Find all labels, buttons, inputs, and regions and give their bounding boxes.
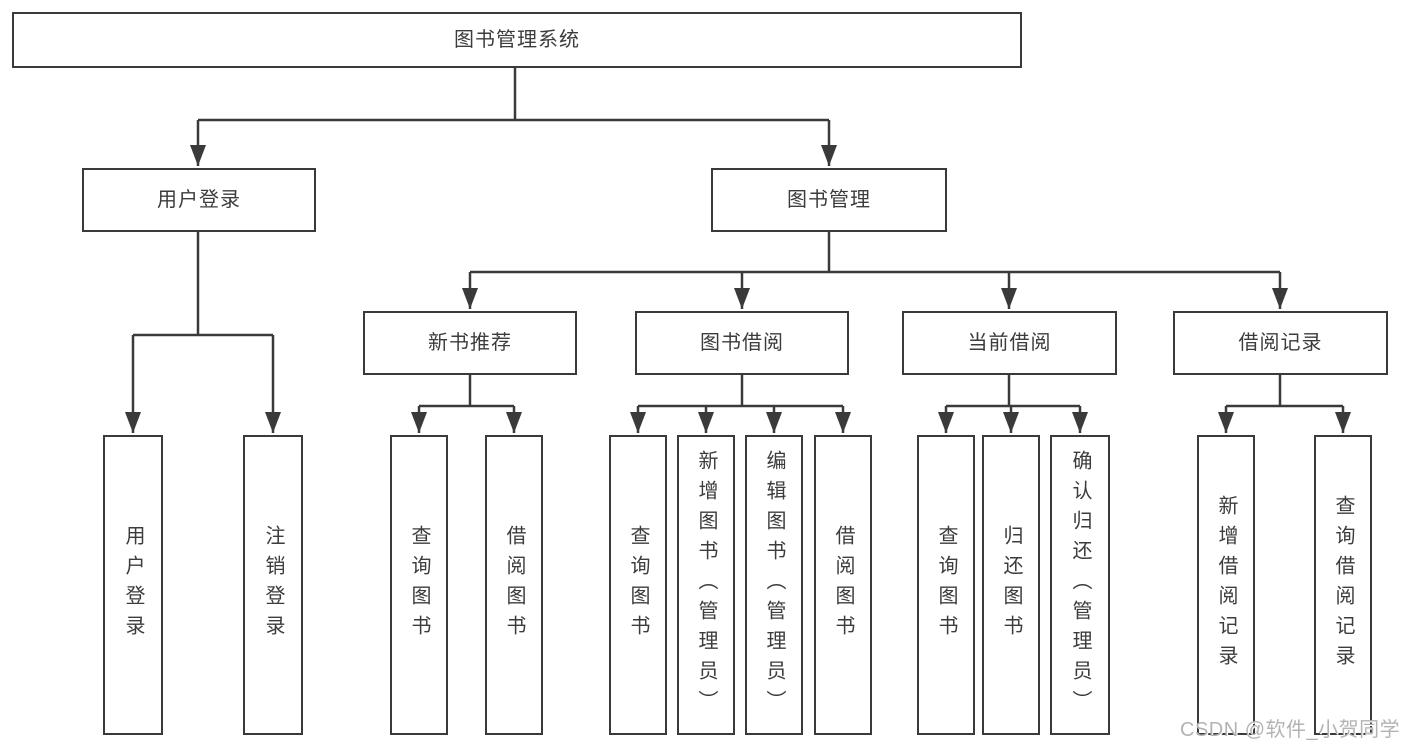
leaf-nbr-borrow-book: 借阅图书 [485,435,543,735]
node-current-borrow: 当前借阅 [902,311,1117,375]
connector-user-login-children [125,232,281,433]
watermark: CSDN @软件_小贺同学 [1180,719,1401,741]
leaf-cb-confirm-return: 确认归还（管理员） [1050,435,1110,735]
leaf-bb-edit-book: 编辑图书（管理员） [745,435,803,735]
leaf-cb-query-book: 查询图书 [917,435,975,735]
node-book-mgmt: 图书管理 [711,168,947,232]
leaf-bb-query-book: 查询图书 [609,435,667,735]
leaf-user-login: 用户登录 [103,435,163,735]
connector-current-borrow-children [938,375,1088,433]
node-borrow-records: 借阅记录 [1173,311,1388,375]
connector-book-mgmt-children [462,232,1288,309]
connector-book-borrow-children [630,375,851,433]
node-book-borrow: 图书借阅 [635,311,849,375]
connector-root-to-level1 [190,68,837,166]
leaf-bb-add-book: 新增图书（管理员） [677,435,735,735]
leaf-nbr-query-book: 查询图书 [390,435,448,735]
leaf-br-query-record: 查询借阅记录 [1314,435,1372,735]
connector-new-book-rec-children [411,375,522,433]
leaf-cb-return-book: 归还图书 [982,435,1040,735]
leaf-bb-borrow-book: 借阅图书 [814,435,872,735]
connector-borrow-records-children [1218,375,1351,433]
node-new-book-rec: 新书推荐 [363,311,577,375]
node-root: 图书管理系统 [12,12,1022,68]
leaf-br-add-record: 新增借阅记录 [1197,435,1255,735]
node-user-login: 用户登录 [82,168,316,232]
leaf-logout: 注销登录 [243,435,303,735]
